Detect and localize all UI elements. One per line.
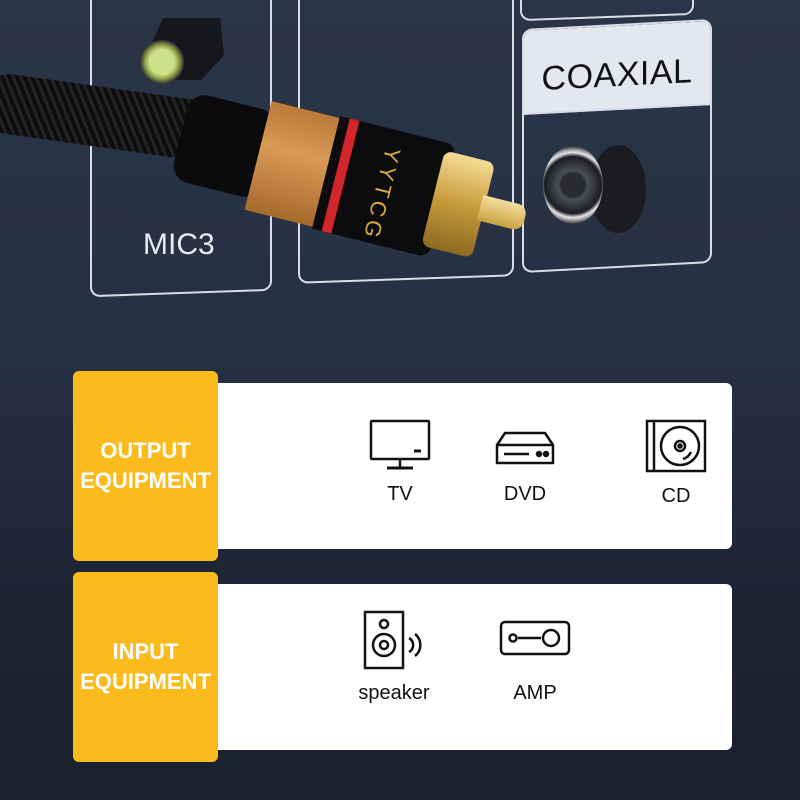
output-equipment-tag: OUTPUT EQUIPMENT bbox=[73, 371, 218, 561]
output-equipment-card: OUTPUT EQUIPMENT TV DVD bbox=[73, 371, 732, 561]
mic-jack bbox=[140, 40, 184, 84]
output-item-tv: TV bbox=[340, 419, 460, 506]
input-equipment-card: INPUT EQUIPMENT speaker AMP bbox=[73, 572, 732, 762]
dvd-player-icon bbox=[495, 431, 555, 465]
dvd-label: DVD bbox=[503, 483, 547, 505]
speaker-icon bbox=[363, 610, 422, 670]
amplifier-icon bbox=[499, 620, 571, 656]
input-equipment-list: speaker AMP bbox=[213, 584, 732, 750]
input-item-amp: AMP bbox=[475, 610, 595, 705]
speaker-label: speaker bbox=[358, 682, 430, 704]
coaxial-jack bbox=[543, 146, 603, 224]
output-title-line1: OUTPUT bbox=[100, 438, 191, 463]
input-title-line1: INPUT bbox=[112, 639, 179, 664]
input-equipment-tag: INPUT EQUIPMENT bbox=[73, 572, 218, 762]
tv-icon bbox=[369, 419, 431, 470]
output-item-dvd: DVD bbox=[465, 419, 585, 506]
top-right-port-panel bbox=[520, 0, 694, 22]
mic-label: MIC3 bbox=[143, 228, 215, 261]
cd-icon bbox=[645, 419, 707, 473]
output-title-line2: EQUIPMENT bbox=[80, 468, 211, 493]
output-equipment-list: TV DVD CD bbox=[213, 383, 732, 549]
input-title-line2: EQUIPMENT bbox=[80, 669, 211, 694]
cd-label: CD bbox=[661, 485, 691, 507]
output-item-cd: CD bbox=[616, 419, 736, 508]
amp-label: AMP bbox=[513, 682, 557, 704]
input-item-speaker: speaker bbox=[334, 610, 454, 705]
tv-label: TV bbox=[387, 483, 413, 505]
